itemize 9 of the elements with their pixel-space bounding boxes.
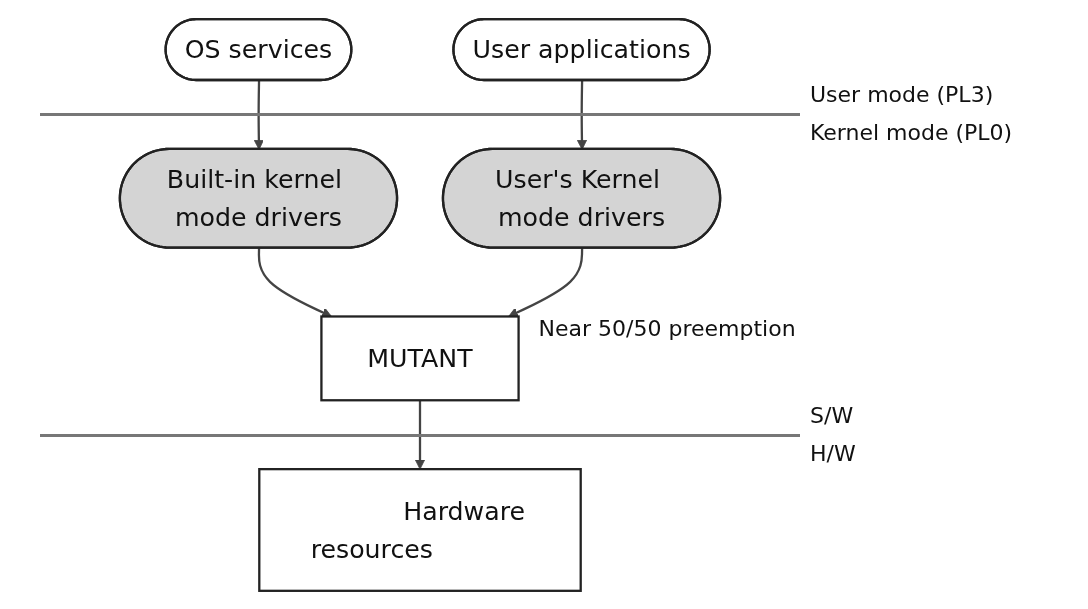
node-box: MUTANT bbox=[320, 315, 520, 402]
node-box: Hardware resources bbox=[258, 468, 582, 592]
mode-label: User mode (PL3) bbox=[810, 82, 994, 108]
mode-label: Kernel mode (PL0) bbox=[810, 120, 1013, 146]
mode-label: S/W bbox=[810, 402, 854, 428]
annotation-text: Near 50/50 preemption bbox=[538, 316, 796, 342]
arrow bbox=[508, 248, 584, 318]
arrow bbox=[414, 400, 426, 470]
mode-label: H/W bbox=[810, 440, 856, 466]
